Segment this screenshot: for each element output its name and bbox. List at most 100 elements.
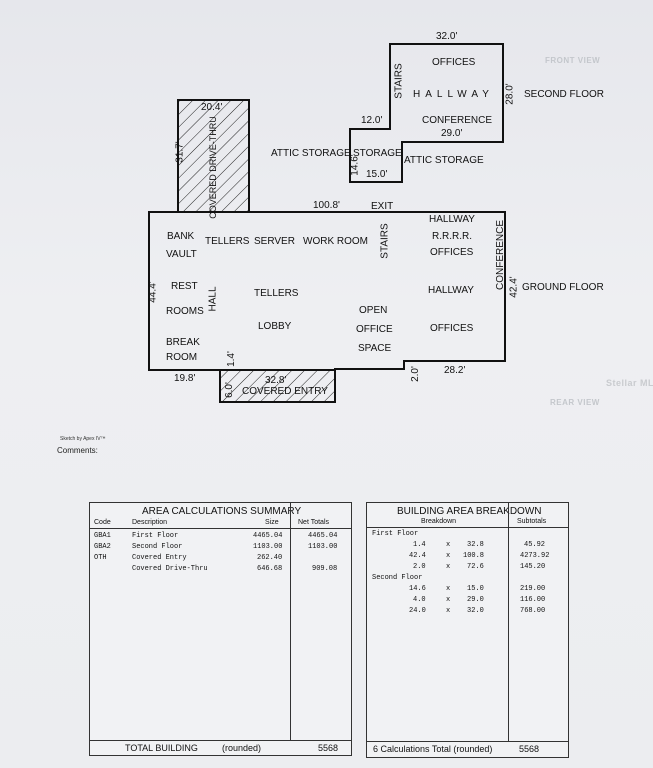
header-divider xyxy=(90,528,351,529)
rear-view-watermark: REAR VIEW xyxy=(550,398,600,407)
row-description: First Floor xyxy=(132,532,179,540)
dim-20: 2.0' xyxy=(409,366,421,382)
second-floor-label: SECOND FLOOR xyxy=(524,89,605,100)
calculations-total-value: 5568 xyxy=(519,744,540,754)
total-building-value: 5568 xyxy=(318,743,339,753)
code-header: Code xyxy=(94,519,111,526)
attic-storage-left-label: ATTIC STORAGE xyxy=(271,148,351,159)
sketch-credit: Sketch by Apex IV™ xyxy=(60,436,106,442)
dim-29: 29.0' xyxy=(441,128,463,139)
covered-entry-label: COVERED ENTRY xyxy=(242,386,328,397)
area-summary-title: AREA CALCULATIONS SUMMARY xyxy=(142,506,302,517)
space-label: SPACE xyxy=(358,343,392,354)
total-building-label: TOTAL BUILDING xyxy=(125,743,198,753)
dim-328: 32.8' xyxy=(265,375,287,386)
stairs-ground-label: STAIRS xyxy=(379,223,391,259)
row-times: x xyxy=(446,563,451,571)
comments-label: Comments: xyxy=(57,446,98,455)
row-description: Covered Entry xyxy=(132,554,187,562)
dim-14: 1.4' xyxy=(225,351,237,367)
rest-label: REST xyxy=(171,281,198,292)
row-size: 4465.04 xyxy=(253,532,283,540)
offices-top-label: OFFICES xyxy=(430,247,474,258)
exit-label: EXIT xyxy=(371,201,394,212)
column-divider xyxy=(290,503,291,740)
conference-second-label: CONFERENCE xyxy=(422,115,493,126)
row-dim-a: 24.0 xyxy=(409,607,426,615)
row-dim-a: 1.4 xyxy=(413,541,426,549)
section-label: Second Floor xyxy=(372,574,423,582)
dim-198: 19.8' xyxy=(174,373,196,384)
hallway-right-label: HALLWAY xyxy=(428,285,474,296)
row-times: x xyxy=(446,541,451,549)
office-label: OFFICE xyxy=(356,324,393,335)
row-net: 1103.00 xyxy=(308,543,338,551)
building-breakdown-table: BUILDING AREA BREAKDOWN Breakdown Subtot… xyxy=(366,502,569,758)
row-dim-b: 72.6 xyxy=(467,563,484,571)
row-description: Covered Drive-Thru xyxy=(132,565,208,573)
row-times: x xyxy=(446,585,451,593)
breakdown-title: BUILDING AREA BREAKDOWN xyxy=(397,506,542,517)
column-divider xyxy=(508,503,509,741)
row-times: x xyxy=(446,552,451,560)
dim-1008: 100.8' xyxy=(313,200,340,211)
calculations-total-label: 6 Calculations Total (rounded) xyxy=(373,744,493,754)
row-times: x xyxy=(446,607,451,615)
row-times: x xyxy=(446,596,451,604)
ground-floor-outline xyxy=(148,211,506,371)
conference-ground-label: CONFERENCE xyxy=(495,219,507,291)
front-view-watermark: FRONT VIEW xyxy=(545,56,601,65)
dim-28-right: 28.0' xyxy=(504,83,516,105)
bank-label: BANK xyxy=(167,231,195,242)
area-summary-table: AREA CALCULATIONS SUMMARY Code Descripti… xyxy=(89,502,352,756)
ground-floor-label: GROUND FLOOR xyxy=(522,282,604,293)
offices-second-label: OFFICES xyxy=(432,57,476,68)
lobby-label: LOBBY xyxy=(258,321,292,332)
subtotals-header: Subtotals xyxy=(517,518,547,525)
work-room-label: WORK ROOM xyxy=(303,236,368,247)
footer-divider xyxy=(367,741,568,742)
dim-204: 20.4' xyxy=(201,102,223,113)
row-subtotal: 4273.92 xyxy=(520,552,550,560)
row-subtotal: 145.20 xyxy=(520,563,546,571)
second-floor-outline xyxy=(349,43,504,183)
row-dim-b: 29.0 xyxy=(467,596,484,604)
dim-146: 14.6' xyxy=(349,154,361,176)
row-dim-a: 2.0 xyxy=(413,563,426,571)
open-label: OPEN xyxy=(359,305,388,316)
row-size: 262.40 xyxy=(257,554,283,562)
header-divider xyxy=(367,527,568,528)
row-code: GBA1 xyxy=(94,532,111,540)
covered-entry-outline xyxy=(219,369,336,403)
row-subtotal: 768.00 xyxy=(520,607,546,615)
dim-444: 44.4' xyxy=(147,281,159,303)
row-description: Second Floor xyxy=(132,543,183,551)
hallway-top-label: HALLWAY xyxy=(429,214,475,225)
dim-60: 6.0' xyxy=(223,382,235,398)
tellers-mid-label: TELLERS xyxy=(254,288,299,299)
row-dim-a: 4.0 xyxy=(413,596,426,604)
section-label: First Floor xyxy=(372,530,419,538)
row-dim-b: 100.8 xyxy=(463,552,485,560)
dim-282: 28.2' xyxy=(444,365,466,376)
row-net: 4465.04 xyxy=(308,532,338,540)
server-label: SERVER xyxy=(254,236,295,247)
net-totals-header: Net Totals xyxy=(298,519,329,526)
room-label: ROOM xyxy=(166,352,198,363)
row-size: 646.68 xyxy=(257,565,283,573)
row-size: 1103.00 xyxy=(253,543,283,551)
mls-watermark: Stellar MLS xyxy=(606,378,653,388)
rooms-label: ROOMS xyxy=(166,306,204,317)
row-code: GBA2 xyxy=(94,543,111,551)
dim-317: 31.7' xyxy=(174,141,186,163)
row-dim-b: 32.8 xyxy=(467,541,484,549)
hall-label: HALL xyxy=(207,286,219,312)
rounded-label: (rounded) xyxy=(222,743,262,753)
offices-bottom-label: OFFICES xyxy=(430,323,474,334)
covered-drive-thru-label: COVERED DRIVE-THRU xyxy=(207,116,218,219)
break-label: BREAK xyxy=(166,337,200,348)
stairs-second-label: STAIRS xyxy=(393,63,405,99)
dim-424: 42.4' xyxy=(508,276,520,298)
tellers-top-label: TELLERS xyxy=(205,236,250,247)
